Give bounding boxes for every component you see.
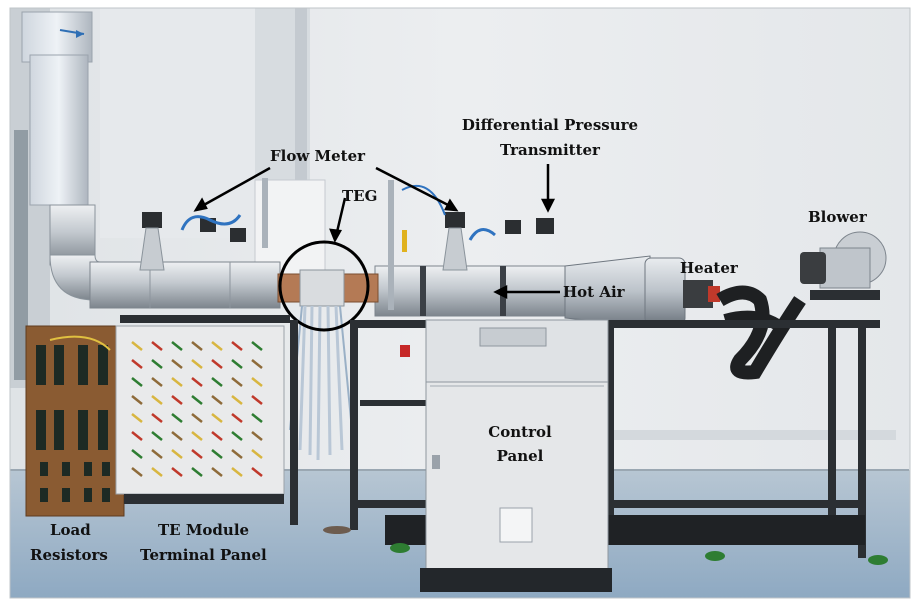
control-panel-cabinet	[400, 319, 612, 592]
hot-air-label: Hot Air	[563, 283, 625, 301]
te-terminal-panel	[115, 325, 285, 504]
instruments	[139, 178, 554, 310]
teg-label: TEG	[342, 187, 378, 205]
exhaust-stack	[21, 11, 101, 301]
air-duct	[89, 255, 720, 327]
control-panel-label-line1: Control	[488, 423, 552, 441]
te-module-label-line2: Terminal Panel	[140, 546, 267, 564]
heater-label: Heater	[680, 259, 738, 277]
te-module-label-line1: TE Module	[158, 521, 250, 539]
blower-label: Blower	[808, 208, 867, 226]
flow-meter-label: Flow Meter	[270, 147, 366, 165]
differential-pressure-label-line2: Transmitter	[500, 141, 600, 159]
control-panel-label-line2: Panel	[496, 447, 544, 465]
teg-highlight-circle	[278, 240, 370, 332]
differential-pressure-label-line1: Differential Pressure	[461, 116, 639, 134]
load-resistors-label-line1: Load	[50, 521, 91, 539]
load-resistor-board	[25, 325, 125, 517]
load-resistors-label-line2: Resistors	[30, 546, 108, 564]
annotation-arrows	[193, 164, 560, 300]
